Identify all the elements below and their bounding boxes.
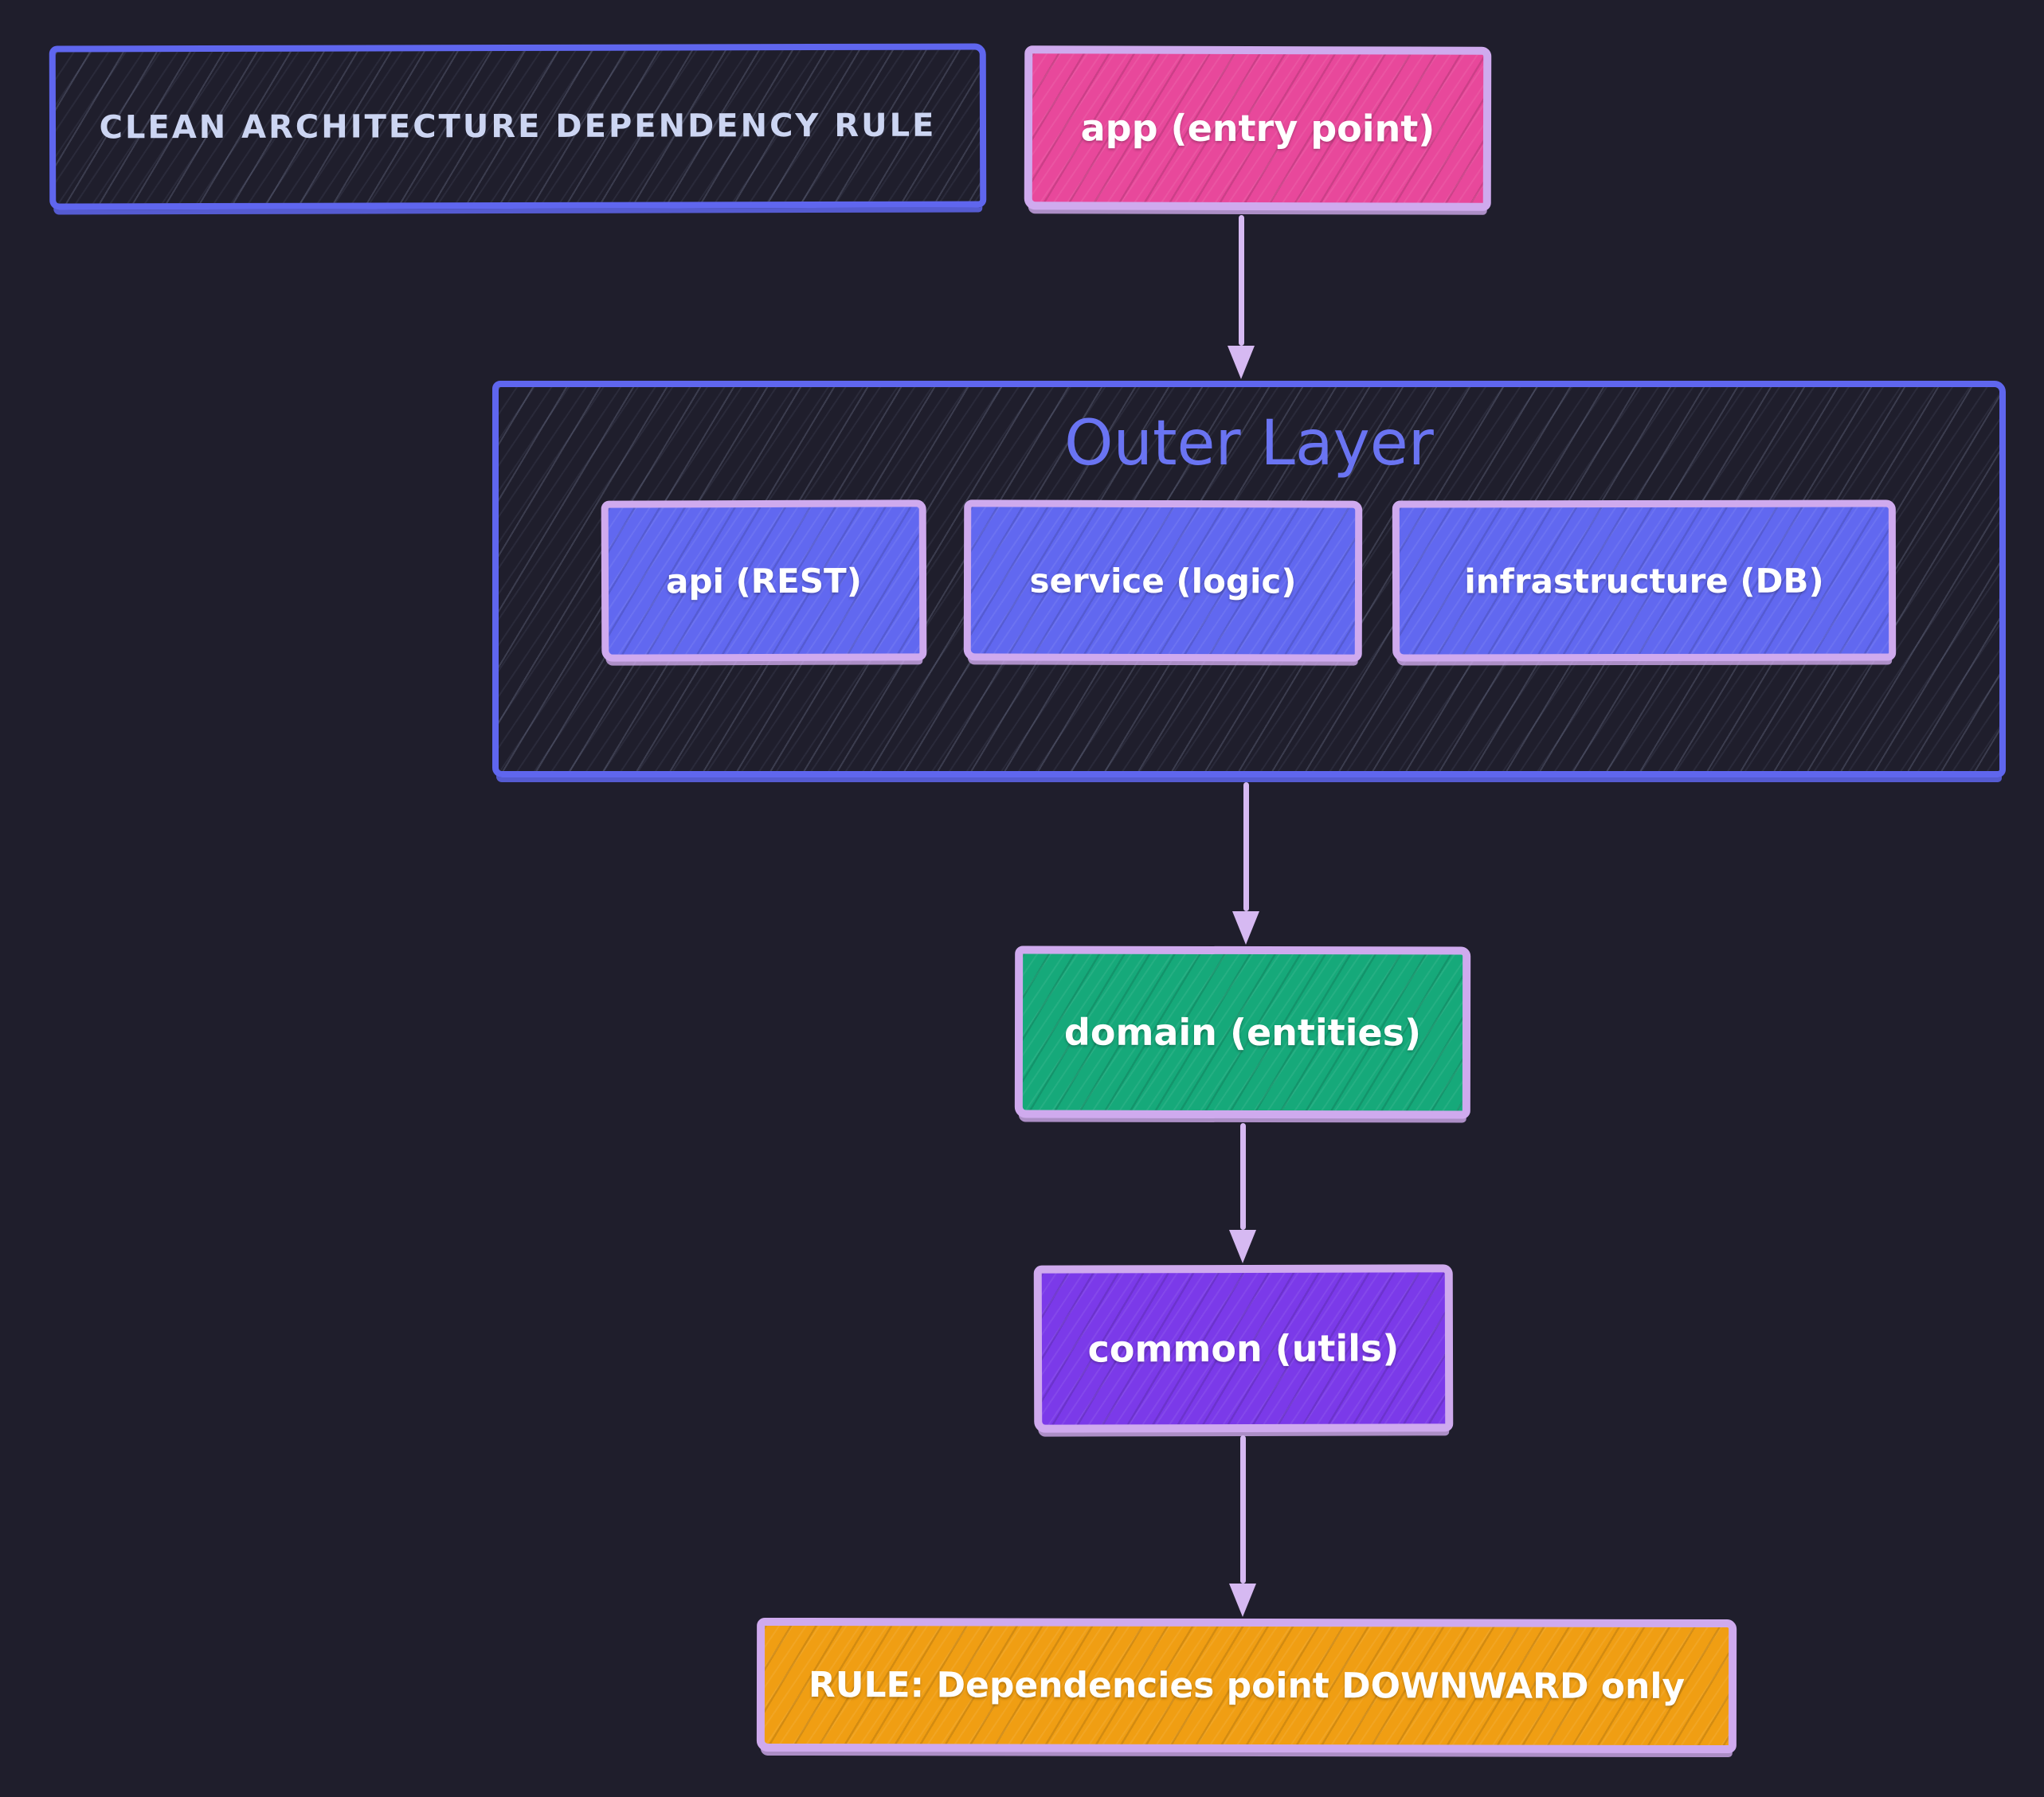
node-api-label: api (REST) [666,561,862,601]
arrow-outer-layer-to-domain [1231,782,1261,945]
node-service: service (logic) [963,499,1363,662]
diagram-title-label: CLEAN ARCHITECTURE DEPENDENCY RULE [99,107,937,147]
node-api: api (REST) [601,499,927,662]
arrow-shaft [1238,215,1244,346]
group-outer-layer: Outer Layer api (REST) service (logic) i… [492,381,2006,777]
node-domain: domain (entities) [1014,945,1471,1119]
arrow-shaft [1239,1123,1246,1230]
diagram-title-box: CLEAN ARCHITECTURE DEPENDENCY RULE [49,43,987,210]
arrow-app-to-outer-layer [1226,215,1256,379]
outer-layer-title: Outer Layer [1064,408,1434,480]
node-service-label: service (logic) [1029,561,1297,601]
arrow-head-icon [1229,1584,1256,1617]
arrow-head-icon [1229,1230,1256,1263]
node-infrastructure-label: infrastructure (DB) [1464,561,1824,601]
arrow-shaft [1239,1435,1246,1584]
node-infrastructure: infrastructure (DB) [1392,499,1897,662]
node-domain-label: domain (entities) [1063,1010,1422,1055]
node-app: app (entry point) [1024,45,1492,211]
arrow-domain-to-common [1228,1123,1258,1263]
node-common: common (utils) [1033,1264,1454,1433]
arrow-common-to-rule [1228,1435,1258,1617]
node-rule-label: RULE: Dependencies point DOWNWARD only [808,1664,1686,1707]
node-rule-banner: RULE: Dependencies point DOWNWARD only [756,1617,1737,1754]
arrow-head-icon [1232,911,1259,945]
node-app-label: app (entry point) [1080,106,1435,151]
node-common-label: common (utils) [1087,1326,1400,1371]
arrow-shaft [1243,782,1249,911]
arrow-head-icon [1228,346,1255,379]
